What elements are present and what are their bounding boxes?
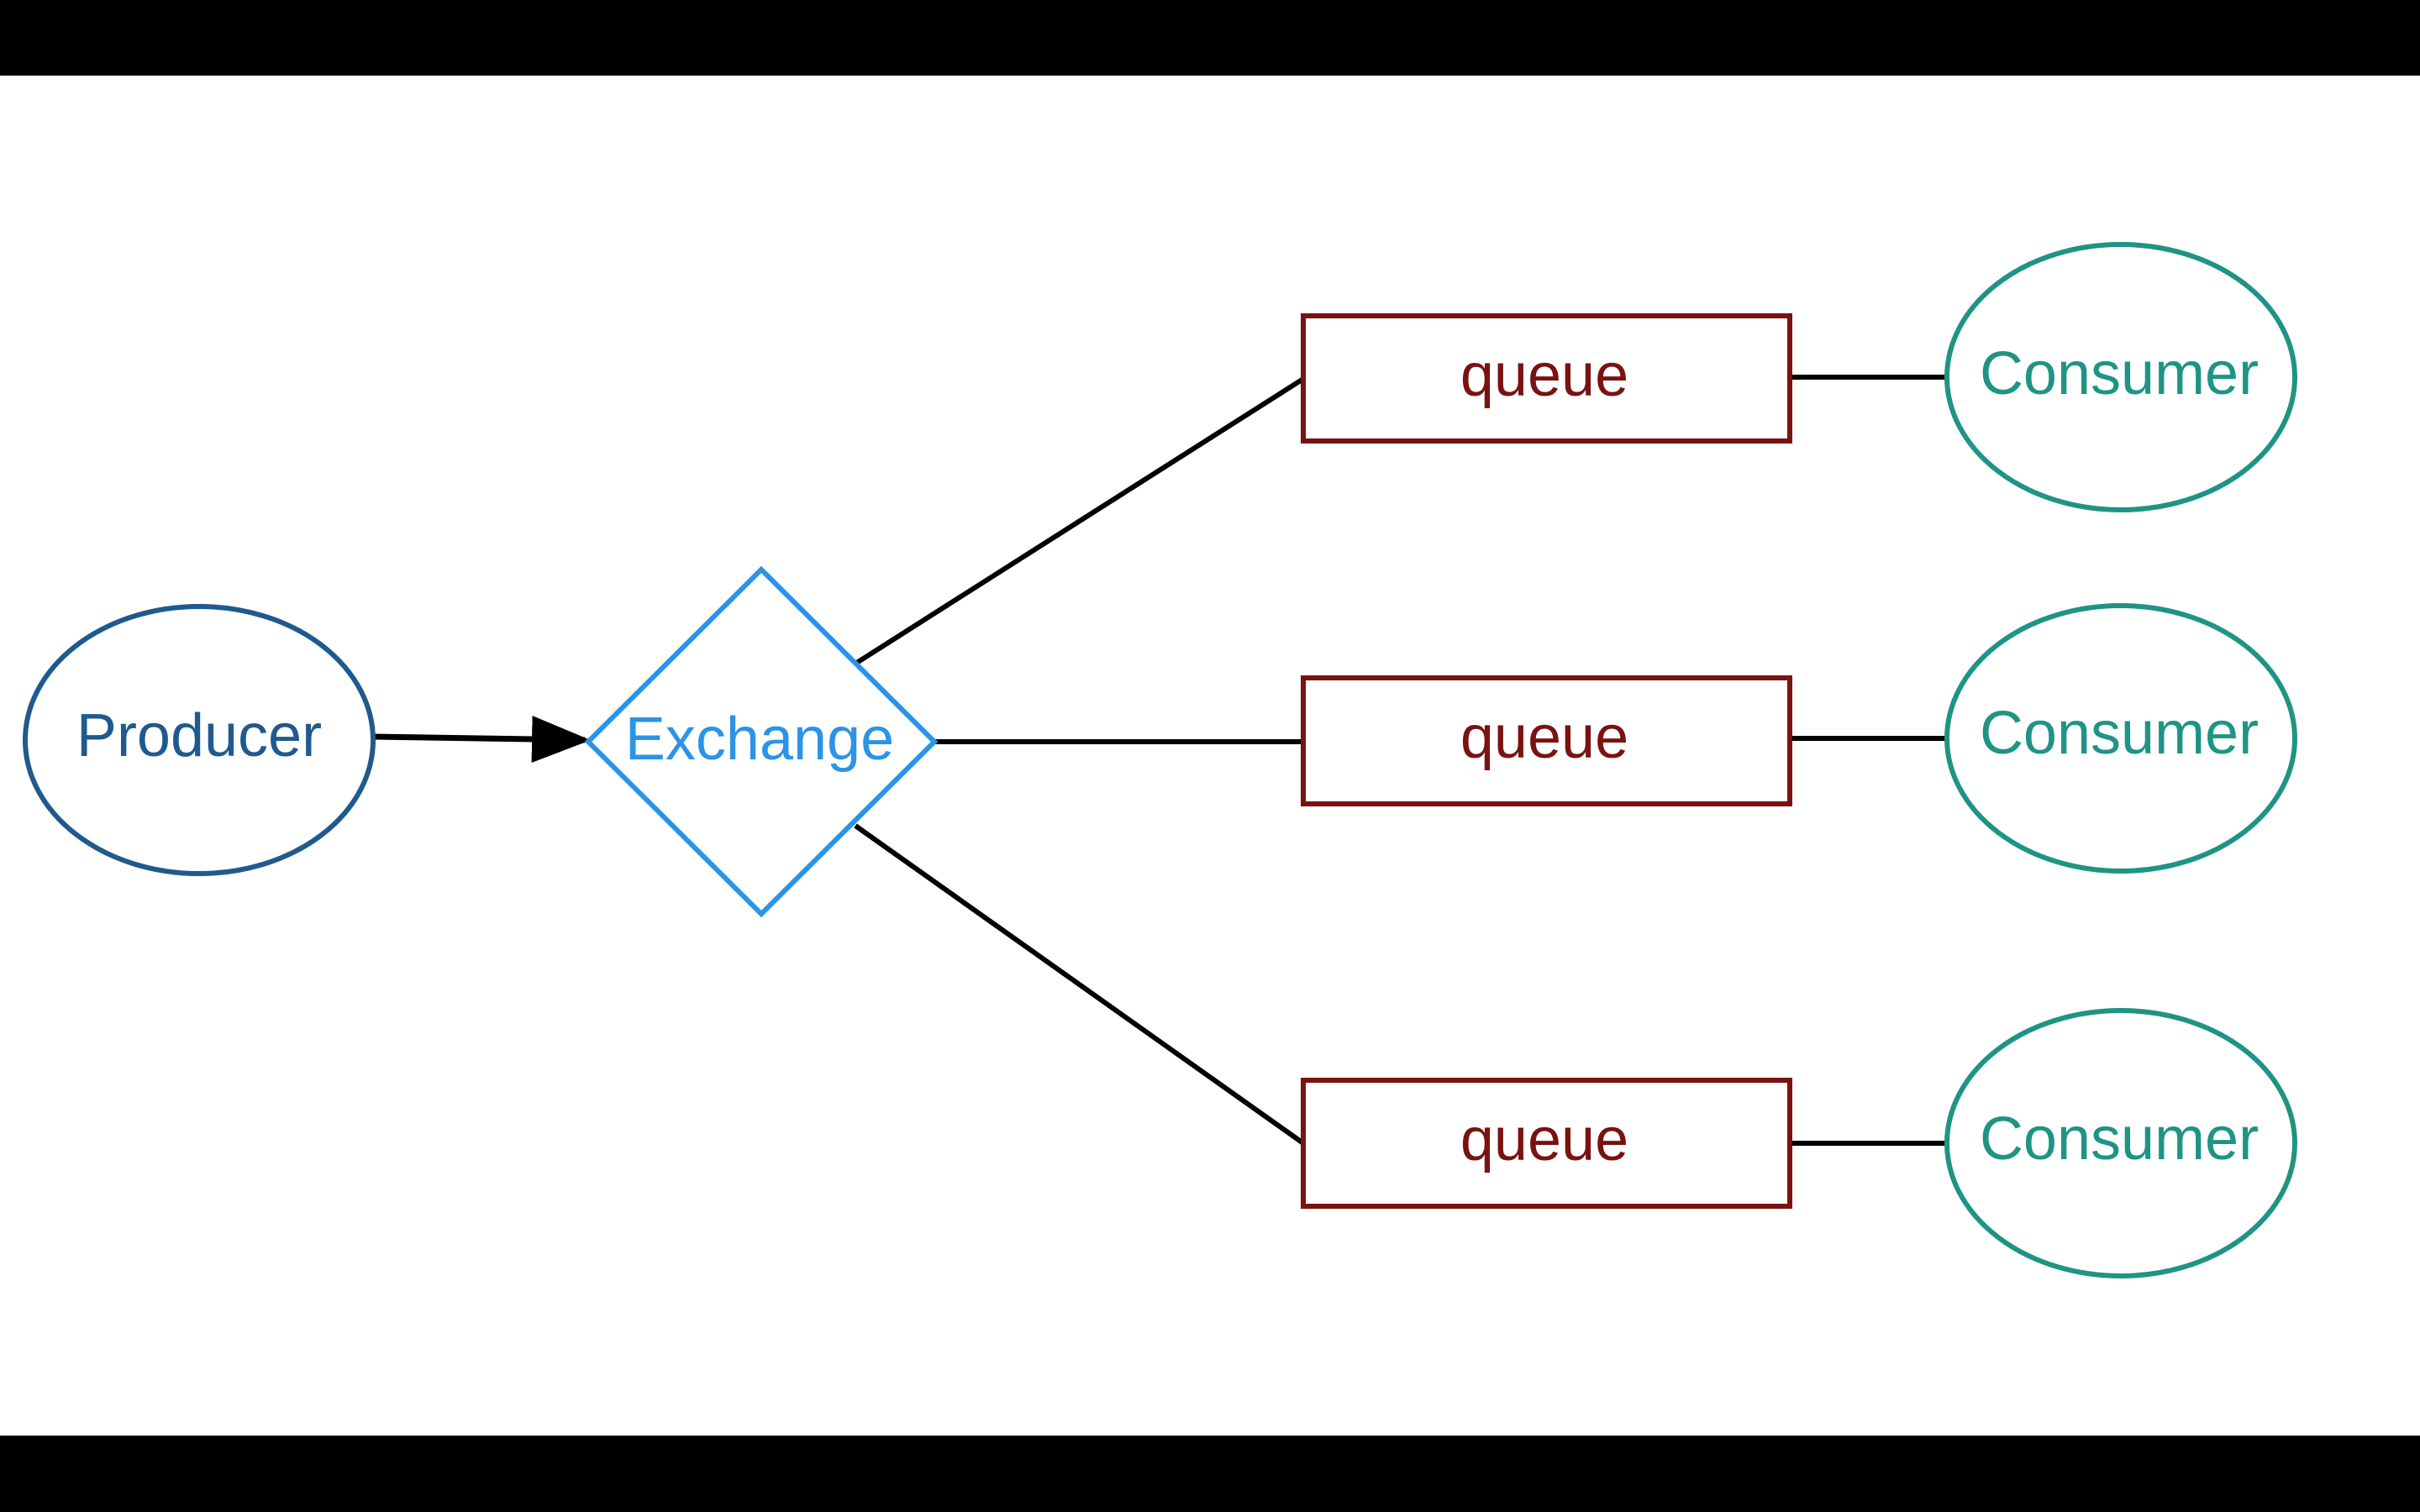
queue-node-1: queue — [1301, 313, 1792, 444]
consumer-label: Consumer — [1980, 1105, 2259, 1173]
producer-node: Producer — [23, 604, 376, 876]
consumer-node-2: Consumer — [1944, 603, 2297, 874]
exchange-node: Exchange — [584, 565, 939, 918]
consumer-node-3: Consumer — [1944, 1008, 2297, 1278]
edge-exchange-queue-1 — [854, 376, 1305, 666]
letterbox-top — [0, 0, 2420, 76]
queue-label: queue — [1460, 704, 1628, 771]
queue-label: queue — [1460, 1106, 1628, 1173]
edge-producer-exchange — [372, 716, 591, 763]
queue-node-3: queue — [1301, 1078, 1792, 1209]
letterbox-bottom — [0, 1436, 2420, 1512]
edge-exchange-queue-3 — [854, 823, 1305, 1146]
consumer-label: Consumer — [1980, 340, 2259, 407]
consumer-label: Consumer — [1980, 700, 2259, 767]
queue-node-2: queue — [1301, 675, 1792, 806]
exchange-label: Exchange — [625, 706, 894, 773]
queue-label: queue — [1460, 342, 1628, 409]
consumer-node-1: Consumer — [1944, 242, 2297, 512]
producer-label: Producer — [76, 702, 322, 769]
